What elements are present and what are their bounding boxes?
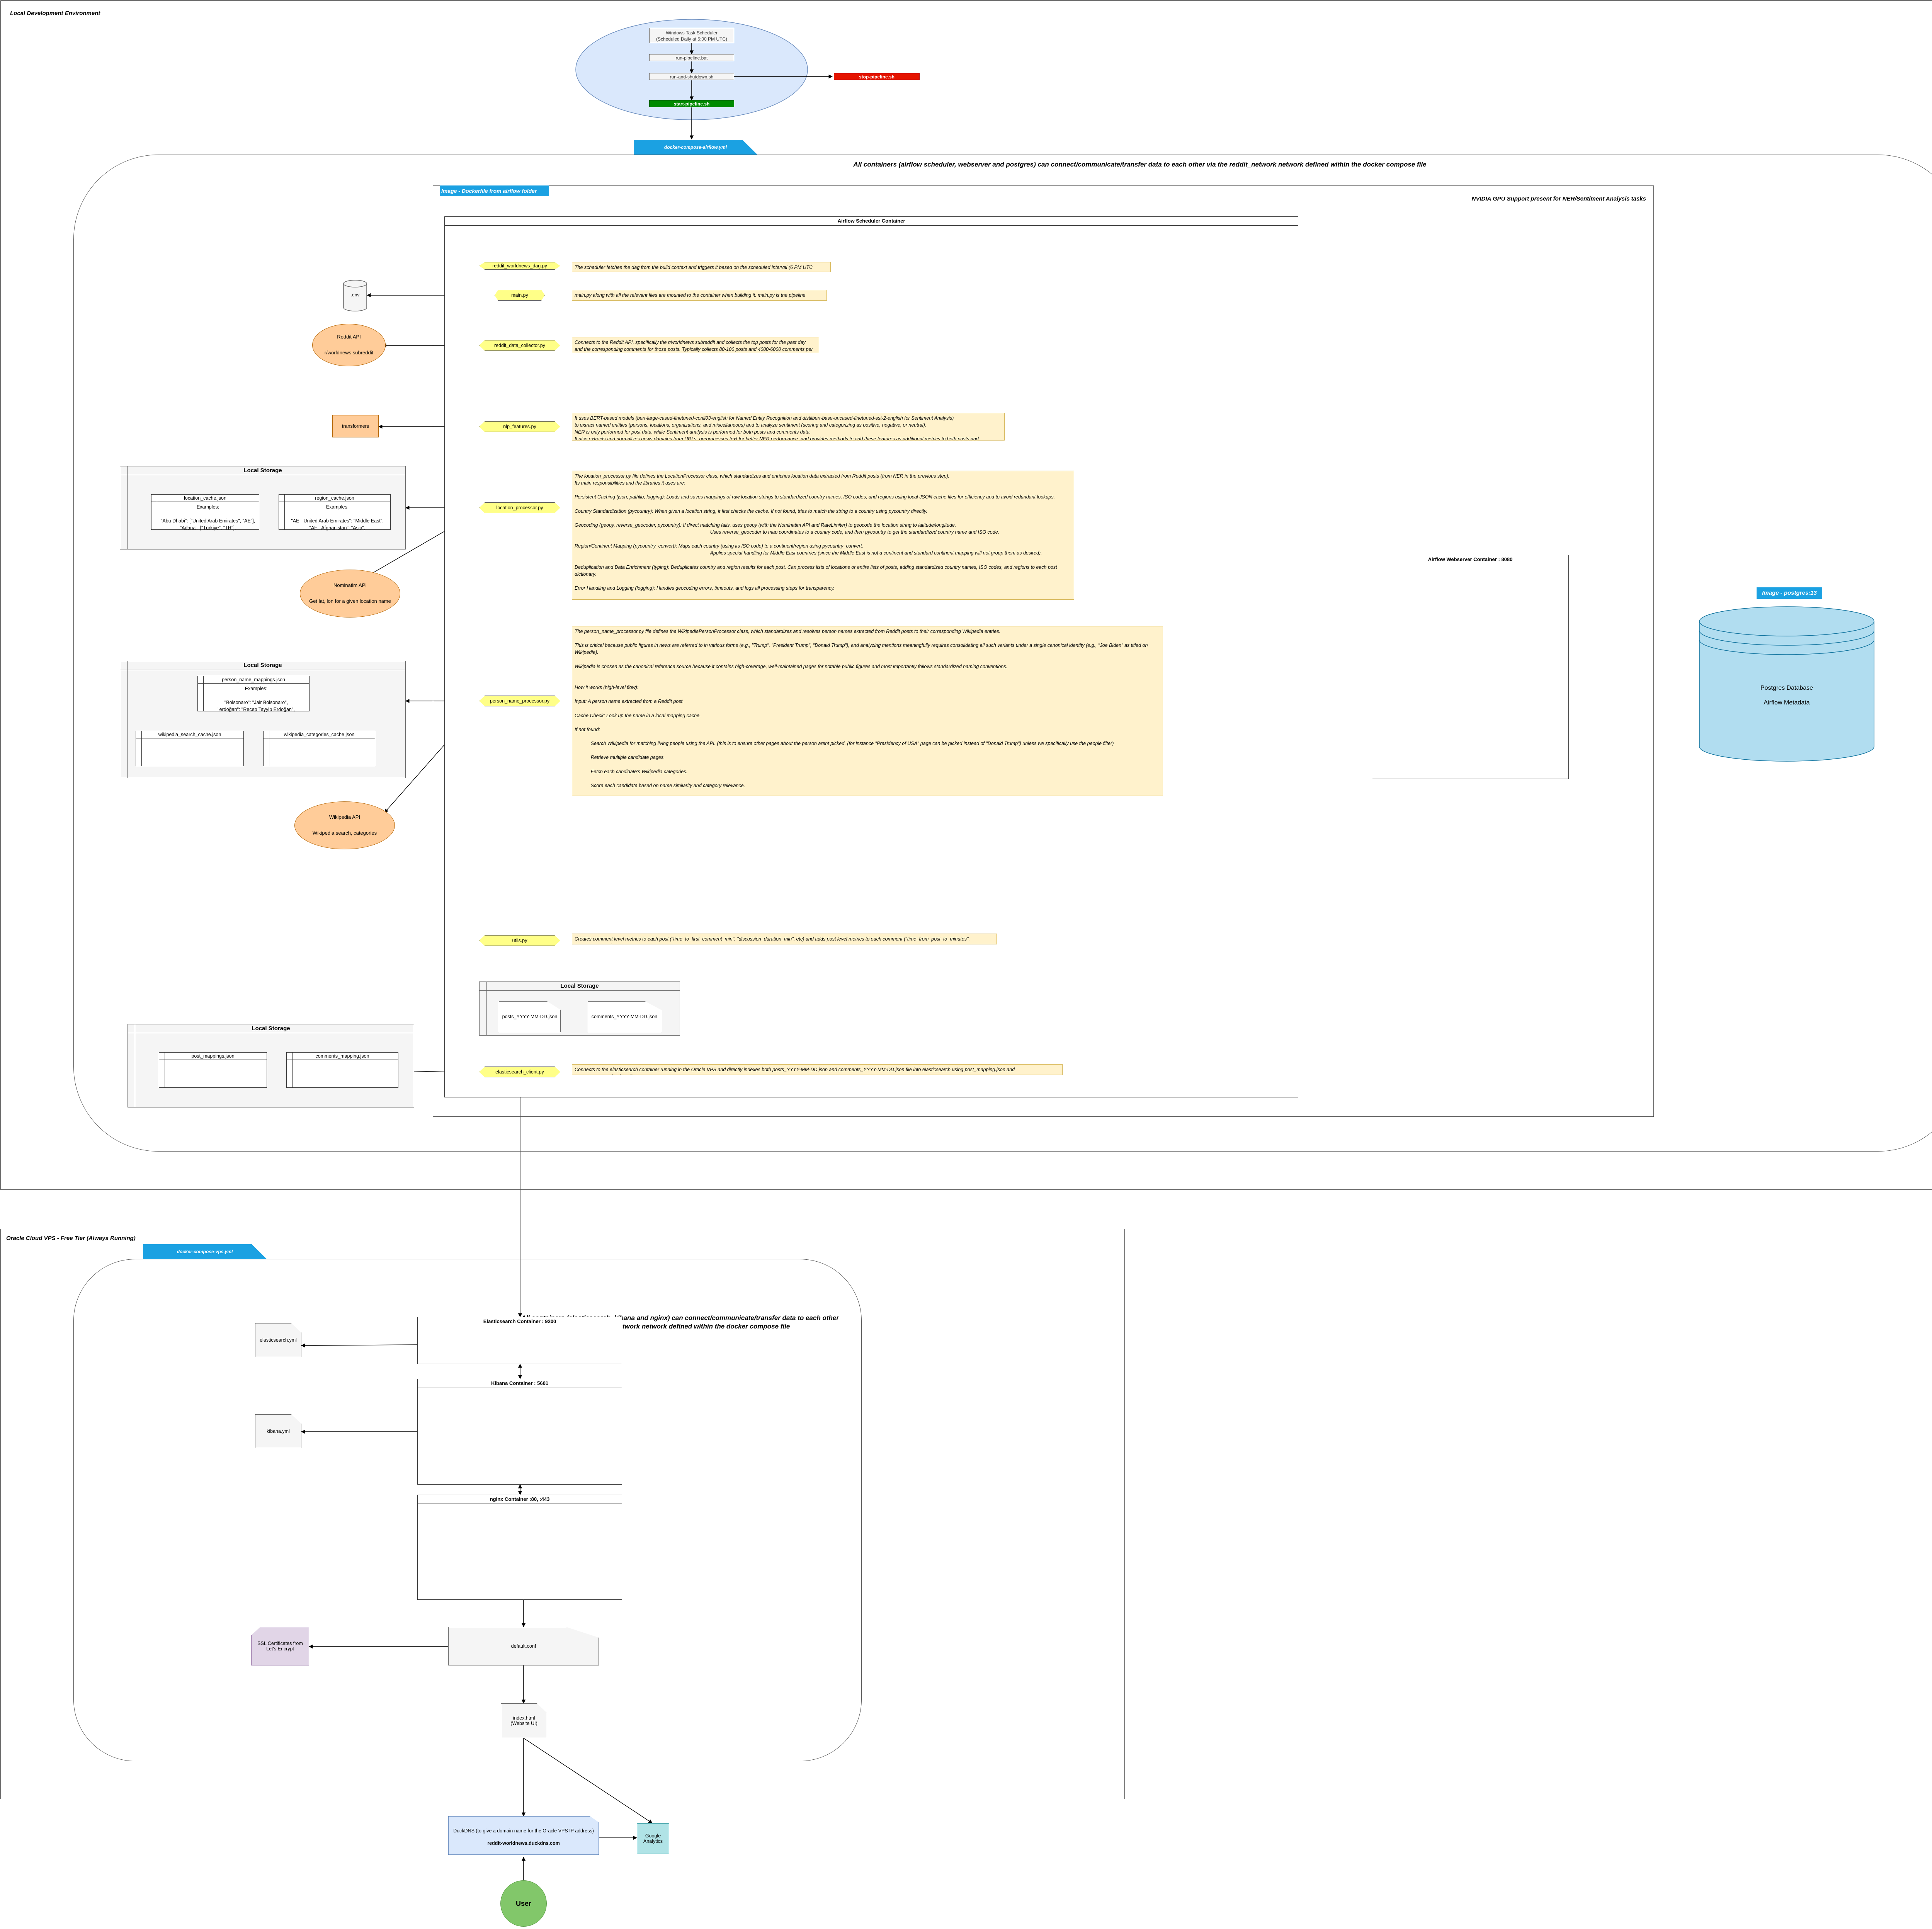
node-person-name-processor: person_name_processor.py [479,696,560,706]
kibana-container-title: Kibana Container : 5601 [418,1379,622,1388]
airflow-image-frame [433,185,1654,1117]
node-reddit-data-collector: reddit_data_collector.py [479,340,560,351]
location-cache-file: location_cache.json Examples: "Abu Dhabi… [151,494,259,531]
wikipedia-categories-cache-file: wikipedia_categories_cache.json [263,731,375,766]
region-cache-name: region_cache.json [279,495,390,502]
env-label: .env [350,292,360,298]
node-nlp-features: nlp_features.py [479,421,560,432]
node-reddit-worldnews-dag: reddit_worldnews_dag.py [479,262,560,270]
elasticsearch-yml-file: elasticsearch.yml [255,1323,301,1357]
elasticsearch-container: Elasticsearch Container : 9200 [417,1317,622,1364]
default-conf-file: default.conf [448,1627,599,1665]
person-mappings-name: person_name_mappings.json [198,676,309,684]
node-location-processor: location_processor.py [479,502,560,513]
note-dag: The scheduler fetches the dag from the b… [572,262,831,272]
wikipedia-search-cache-file: wikipedia_search_cache.json [136,731,244,766]
post-mappings-file: post_mappings.json [159,1052,267,1088]
person-storage-title: Local Storage [120,661,405,670]
location-storage: Local Storage location_cache.json Exampl… [120,466,406,549]
nginx-container: nginx Container :80, :443 [417,1495,622,1600]
duckdns-description: DuckDNS (to give a domain name for the O… [453,1828,594,1834]
region-cache-file: region_cache.json Examples: "AE - United… [279,494,391,531]
airflow-network-frame [73,155,1932,1152]
note-person: The person_name_processor.py file define… [572,626,1163,796]
airflow-network-banner: All containers (airflow scheduler, webse… [853,161,1427,168]
airflow-scheduler-title: Airflow Scheduler Container [445,217,1298,226]
postgres-sublabel: Airflow Metadata [1764,699,1810,706]
nginx-container-title: nginx Container :80, :443 [418,1495,622,1504]
postgres-image-tab: Image - postgres:13 [1757,587,1822,599]
note-nlp: It uses BERT-based models (bert-large-ca… [572,413,1005,441]
env-cylinder [343,280,367,311]
gpu-note: NVIDIA GPU Support present for NER/Senti… [1471,196,1646,202]
wikipedia-categories-cache-name: wikipedia_categories_cache.json [264,731,375,738]
comments-mapping-name: comments_mapping.json [287,1053,398,1060]
task-scheduler-box: Windows Task Scheduler (Scheduled Daily … [649,28,734,43]
output-storage: Local Storage posts_YYYY-MM-DD.json comm… [479,982,680,1036]
comments-mapping-file: comments_mapping.json [286,1052,398,1088]
node-main-py: main.py [495,290,545,301]
google-analytics-box: Google Analytics [637,1823,669,1854]
mappings-storage-title: Local Storage [128,1024,414,1033]
oracle-environment-frame [0,1229,1125,1799]
posts-json-file: posts_YYYY-MM-DD.json [499,1001,561,1032]
compose-vps-tab: docker-compose-vps.yml [143,1244,267,1259]
stop-pipeline-sh: stop-pipeline.sh [834,73,920,80]
transformers-box: transformers [332,415,379,437]
local-environment-title: Local Development Environment [10,10,100,17]
post-mappings-name: post_mappings.json [159,1053,267,1060]
region-cache-body: Examples: "AE - United Arab Emirates": "… [291,504,384,531]
index-html-file: index.html (Website UI) [501,1703,547,1738]
mappings-storage: Local Storage post_mappings.json comment… [128,1024,414,1107]
run-pipeline-bat: run-pipeline.bat [649,54,734,61]
node-elasticsearch-client: elasticsearch_client.py [479,1067,560,1077]
note-collector: Connects to the Reddit API, specifically… [572,337,819,353]
ssl-certificates-box: SSL Certificates from Let's Encrypt [251,1627,309,1665]
duckdns-domain[interactable]: reddit-worldnews.duckdns.com [487,1841,560,1846]
compose-airflow-tab: docker-compose-airflow.yml [634,140,757,155]
person-storage: Local Storage person_name_mappings.json … [120,661,406,778]
comments-json-file: comments_YYYY-MM-DD.json [588,1001,661,1032]
nominatim-api-cloud: Nominatim API Get lat, lon for a given l… [300,570,400,617]
run-and-shutdown-sh: run-and-shutdown.sh [649,73,734,80]
note-es-client: Connects to the elasticsearch container … [572,1064,1063,1075]
duckdns-box: DuckDNS (to give a domain name for the O… [448,1816,599,1855]
location-cache-body: Examples: "Abu Dhabi": ["United Arab Emi… [160,504,255,531]
person-mappings-file: person_name_mappings.json Examples: "Bol… [197,676,310,713]
location-storage-title: Local Storage [120,466,405,475]
person-mappings-body: Examples: "Bolsonaro": "Jair Bolsonaro",… [218,686,295,713]
note-location: The location_processor.py file defines t… [572,471,1074,600]
vps-network-frame [73,1259,862,1761]
airflow-webserver-container: Airflow Webserver Container : 8080 [1372,555,1569,779]
start-pipeline-sh: start-pipeline.sh [649,100,734,107]
airflow-webserver-title: Airflow Webserver Container : 8080 [1372,555,1568,564]
kibana-yml-file: kibana.yml [255,1414,301,1448]
wikipedia-api-cloud: Wikipedia API Wikipedia search, categori… [294,801,395,849]
user-label: User [515,1899,532,1907]
user-circle[interactable]: User [500,1880,547,1927]
note-utils: Creates comment level metrics to each po… [572,934,997,944]
oracle-environment-title: Oracle Cloud VPS - Free Tier (Always Run… [6,1235,136,1242]
postgres-cylinder [1699,606,1874,762]
note-main: main.py along with all the relevant file… [572,290,827,301]
location-cache-name: location_cache.json [151,495,259,502]
node-utils-py: utils.py [479,935,560,946]
kibana-container: Kibana Container : 5601 [417,1379,622,1485]
postgres-label: Postgres Database [1760,685,1813,691]
airflow-image-tab: Image - Dockerfile from airflow folder [440,185,549,196]
local-environment-frame [0,0,1932,1190]
wikipedia-search-cache-name: wikipedia_search_cache.json [136,731,243,738]
reddit-api-cloud: Reddit API r/worldnews subreddit [312,324,386,366]
elasticsearch-container-title: Elasticsearch Container : 9200 [418,1317,622,1326]
output-storage-title: Local Storage [480,982,680,991]
